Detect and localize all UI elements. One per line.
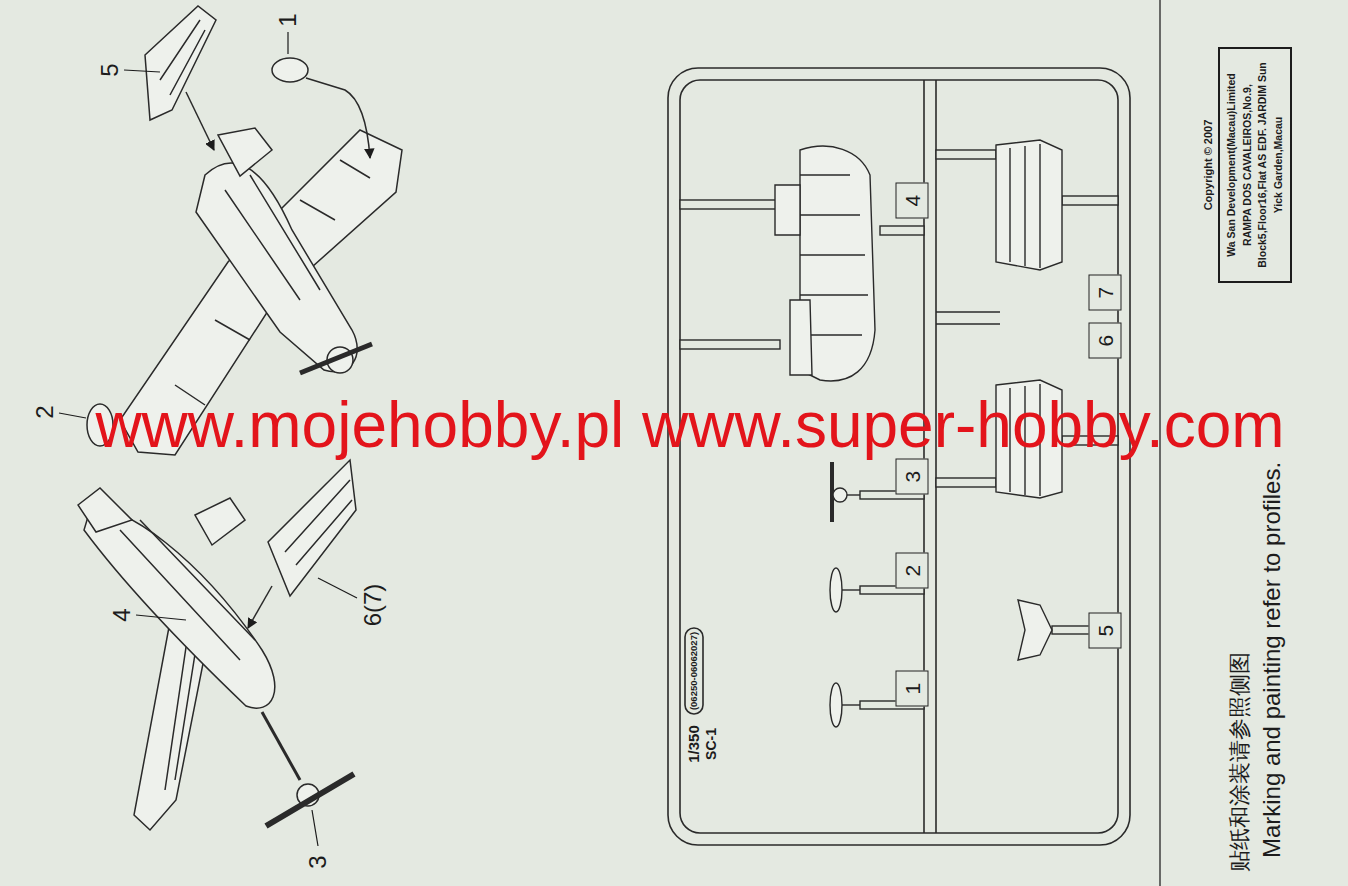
leader-lines [59, 413, 86, 418]
plane-lower [78, 460, 356, 830]
callout-number: 4 [109, 608, 135, 621]
plane-upper [196, 163, 357, 372]
part-number: 3 [901, 470, 924, 482]
plane-upper [218, 128, 272, 176]
part-number: 1 [901, 682, 924, 694]
plane-upper [160, 20, 205, 95]
sprue-parts [790, 300, 812, 375]
plane-lower [268, 460, 356, 596]
copyright-line: Copyright © 2007 [1202, 47, 1214, 283]
address-text: Wa San Development(Macau)Limited RAMPA D… [1224, 57, 1286, 273]
sprue-gates [1062, 196, 1118, 205]
sprue-gates [680, 340, 780, 349]
plane-lower [266, 774, 354, 826]
part-number-tag: 3 [896, 458, 929, 494]
part-number-tag: 7 [1089, 274, 1122, 310]
part-code: (06250-06062027) [689, 632, 699, 710]
sprue-parts [842, 704, 860, 705]
plane-lower [120, 520, 255, 660]
part-number: 4 [901, 194, 924, 206]
plane-lower [78, 488, 132, 532]
address-box: Wa San Development(Macau)Limited RAMPA D… [1218, 47, 1292, 283]
sprue-gates [680, 200, 780, 209]
sprue-frame [936, 323, 1000, 325]
callout-number: 6(7) [360, 584, 386, 627]
plane-lower [84, 509, 275, 708]
plane-upper [272, 58, 308, 82]
leader-lines [318, 578, 357, 598]
part-number-tag: 1 [896, 670, 929, 706]
part-number: 7 [1094, 286, 1117, 298]
sprue-parts [833, 488, 847, 502]
plane-lower [248, 586, 272, 628]
kit-name: SC-1 [704, 728, 719, 760]
sprue-parts [847, 494, 860, 495]
leader-lines [136, 615, 186, 620]
plane-lower [195, 498, 245, 545]
plane-upper [300, 344, 372, 373]
part-number: 2 [901, 564, 924, 576]
leader-lines [312, 810, 318, 846]
plane-upper [306, 78, 370, 158]
leader-lines [287, 32, 288, 54]
plane-lower [262, 712, 300, 780]
part-number: 5 [1094, 624, 1117, 636]
callout-number: 1 [275, 13, 301, 26]
sprue-parts [996, 140, 1062, 270]
sprue-parts [830, 683, 842, 727]
part-number-tag: 5 [1089, 612, 1122, 648]
note-chinese: 贴纸和涂装请参照侧图 [1228, 652, 1252, 872]
note-english: Marking and painting refer to profiles. [1259, 462, 1285, 858]
plane-upper [225, 175, 320, 300]
plane-lower [285, 480, 352, 565]
watermark: www.mojehobby.pl www.super-hobby.com [95, 390, 1284, 460]
leader-lines [124, 70, 160, 72]
sprue-parts [1010, 144, 1040, 268]
scale-label: 1/350 [686, 725, 703, 763]
sprue-parts [1018, 600, 1052, 660]
callout-number: 5 [97, 63, 123, 76]
sprue-gates [880, 226, 924, 235]
sprue-parts [775, 185, 800, 235]
plane-upper [175, 160, 370, 405]
part-number-tag: 2 [896, 552, 929, 588]
copyright-block: Copyright © 2007 Wa San Development(Macau… [1202, 47, 1292, 283]
plane-upper [87, 6, 402, 455]
plane-upper [186, 92, 214, 150]
callout-number: 2 [32, 405, 58, 418]
part-number: 6 [1094, 334, 1117, 346]
plane-upper [145, 6, 216, 120]
sprue-parts [842, 589, 860, 590]
sprue-gates [936, 150, 996, 159]
sprue-frame [685, 628, 703, 714]
part-number-tag: 6 [1089, 322, 1122, 358]
sprue-gates [936, 478, 996, 487]
callout-number: 3 [305, 855, 331, 868]
sprue-frame [936, 311, 1000, 313]
part-number-tag: 4 [896, 182, 929, 218]
sprue-parts [830, 568, 842, 612]
